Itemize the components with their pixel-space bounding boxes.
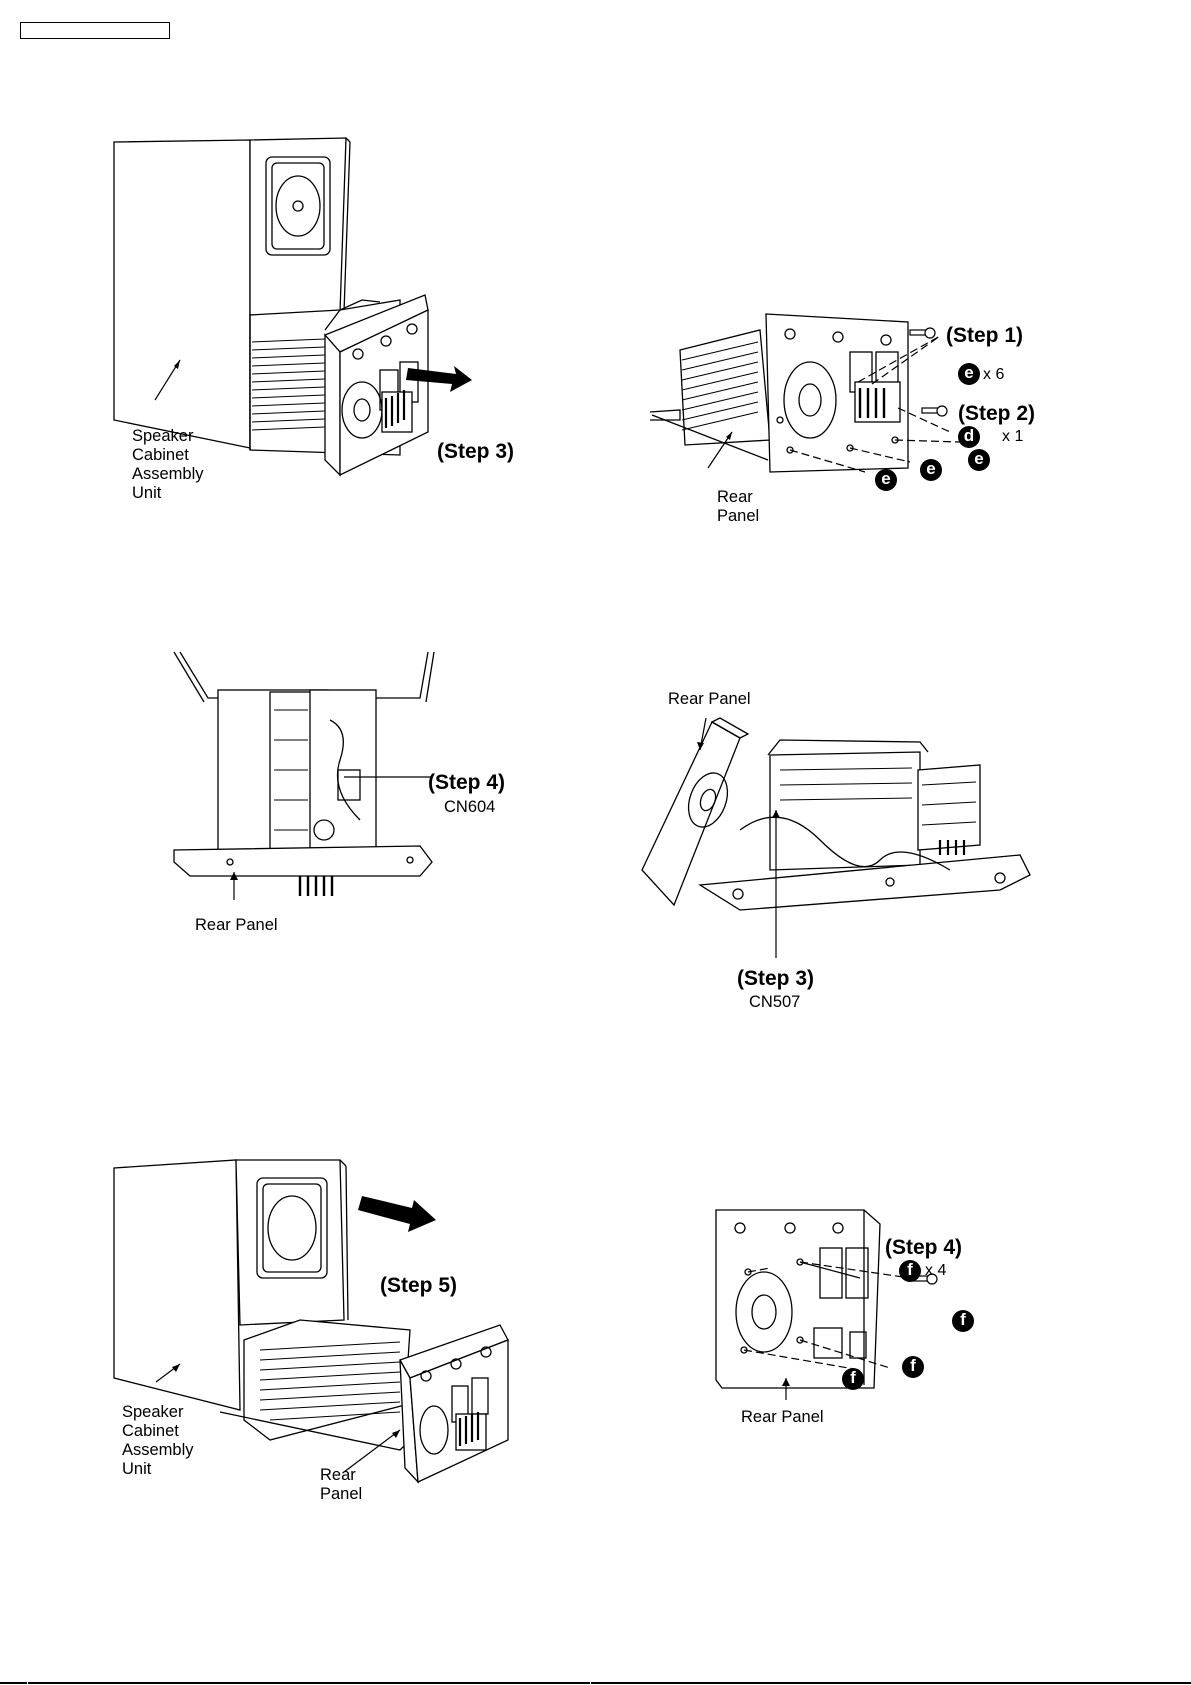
- figure-rear-panel-screws-step4: [710, 1200, 970, 1400]
- screw-quantity: x 1: [1002, 428, 1023, 446]
- screw-e-badge: e: [875, 469, 897, 491]
- screw-e-badge: e: [968, 449, 990, 471]
- step-label: (Step 2): [958, 402, 1035, 426]
- screw-quantity: x 6: [983, 366, 1004, 384]
- rear-panel-label: Rear Panel: [320, 1466, 362, 1504]
- step-label: (Step 4): [428, 771, 505, 795]
- rear-panel-label: Rear Panel: [195, 916, 278, 935]
- connector-label: CN604: [444, 798, 495, 817]
- screw-d-badge: d: [958, 426, 980, 448]
- screw-e-badge: e: [958, 363, 980, 385]
- screw-f-badge: f: [899, 1260, 921, 1282]
- figure-cn507-connector: [640, 710, 1040, 960]
- step-label: (Step 5): [380, 1274, 457, 1298]
- screw-e-badge: e: [920, 459, 942, 481]
- footer-rule: [0, 1682, 1191, 1684]
- step-label: (Step 1): [946, 324, 1023, 348]
- speaker-cabinet-label: Speaker Cabinet Assembly Unit: [132, 427, 204, 503]
- rear-panel-label: Rear Panel: [741, 1408, 824, 1427]
- step-label: (Step 4): [885, 1236, 962, 1260]
- screw-f-badge: f: [842, 1368, 864, 1390]
- rear-panel-label: Rear Panel: [717, 488, 759, 526]
- step-label: (Step 3): [737, 967, 814, 991]
- screw-quantity: x 4: [925, 1262, 946, 1280]
- connector-label: CN507: [749, 993, 800, 1012]
- header-box: [20, 22, 170, 39]
- screw-f-badge: f: [952, 1310, 974, 1332]
- rear-panel-label: Rear Panel: [668, 690, 751, 709]
- screw-f-badge: f: [902, 1356, 924, 1378]
- step-label: (Step 3): [437, 440, 514, 464]
- speaker-cabinet-label: Speaker Cabinet Assembly Unit: [122, 1403, 194, 1479]
- figure-cn604-connector: [170, 650, 470, 900]
